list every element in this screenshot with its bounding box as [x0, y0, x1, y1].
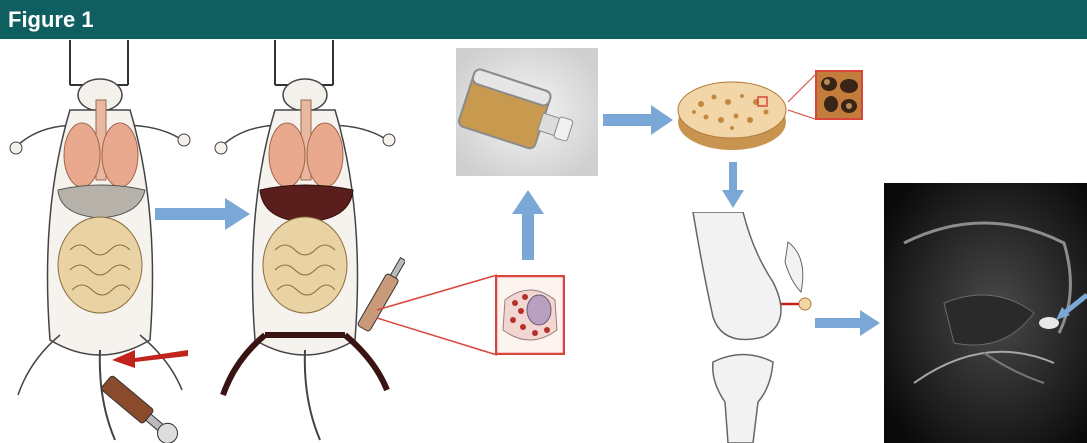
callout-lines [375, 270, 500, 360]
cell-culture-dish-illustration [495, 275, 565, 355]
injection-arrow-icon [110, 340, 190, 370]
rat-after-illustration [205, 40, 405, 443]
zoom-callout-lines [768, 72, 818, 122]
culture-flask-illustration [456, 48, 598, 176]
flow-arrow-down-icon [722, 162, 744, 208]
mri-scan-image [884, 183, 1087, 443]
flow-arrow-up-icon [512, 190, 544, 260]
figure-header-bar: Figure 1 [0, 0, 1087, 39]
knee-implant-illustration [683, 212, 813, 443]
figure-title: Figure 1 [8, 7, 94, 33]
flow-arrow-right-3-icon [815, 310, 880, 336]
rat-before-illustration [0, 40, 200, 443]
seeded-cells-zoom-illustration [815, 70, 863, 120]
flow-arrow-right-2-icon [603, 105, 673, 135]
